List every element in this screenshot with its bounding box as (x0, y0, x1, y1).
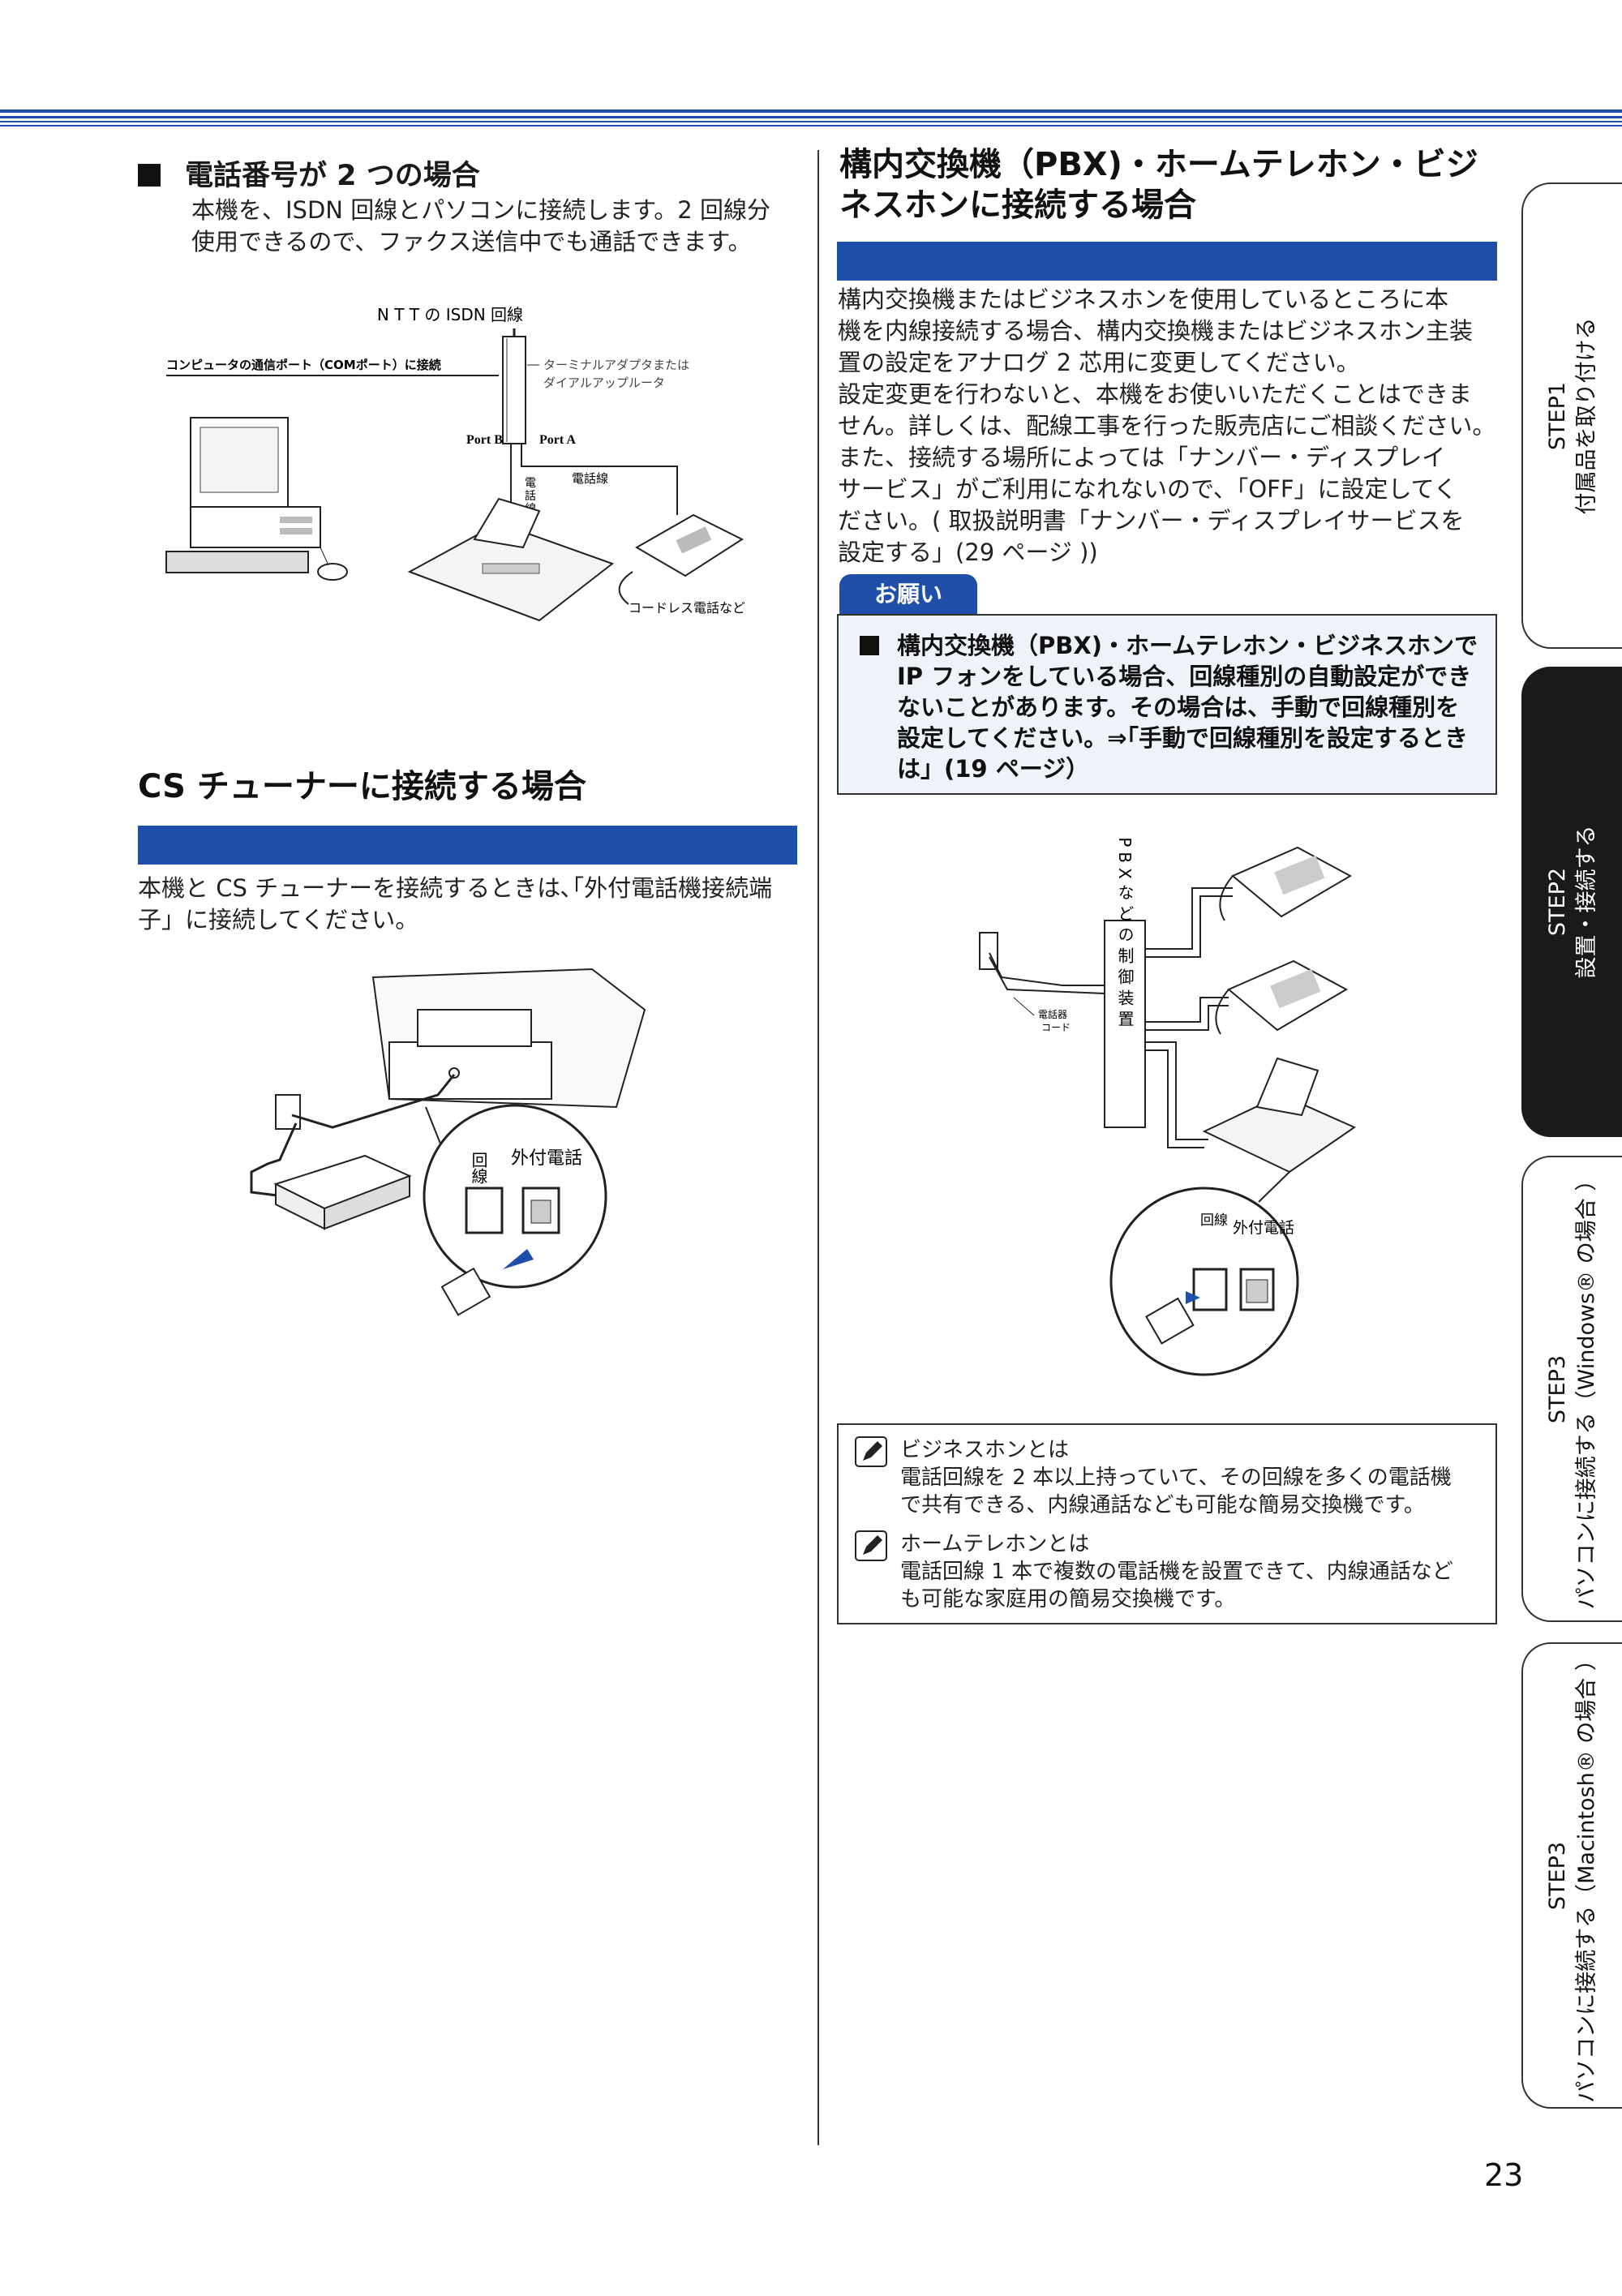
line-port-label: 回線 (1200, 1212, 1228, 1229)
ta-label-2: ダイアルアップルータ (543, 376, 665, 390)
keyboard (165, 551, 309, 573)
side-tab-step1[interactable]: STEP1 付属品を取り付ける (1521, 182, 1622, 649)
com-port-label: コンピュータの通信ポート（COMポート）に接続 (166, 358, 441, 372)
side-tab-step3-macintosh[interactable]: STEP3 パソコンに接続する（Macintosh® の場合 ） (1521, 1642, 1622, 2109)
memo-box: ビジネスホンとは 電話回線を 2 本以上持っていて、その回線を多くの電話機 で共… (837, 1423, 1497, 1624)
isdn-line-label: N T T の ISDN 回線 (377, 305, 523, 324)
memo-pencil-icon (855, 1436, 887, 1467)
pbx-label: PBXなどの制御装置 (1115, 837, 1135, 1031)
isdn-diagram: N T T の ISDN 回線 コンピュータの通信ポート（COMポート）に接続 … (165, 305, 745, 622)
cord-label-1: 電話器 (1038, 1008, 1067, 1020)
page-number: 23 (1484, 2157, 1524, 2193)
port-zoom-circle (423, 1104, 607, 1289)
port-a-label: Port A (539, 433, 576, 447)
cord-label-2: コード (1041, 1022, 1071, 1033)
pbx-box (1104, 920, 1146, 1128)
cs-tuner-bar (138, 826, 797, 865)
cs-tuner-diagram: 回線 外付電話 (250, 968, 646, 1316)
isdn-heading: 電話番号が 2 つの場合 (138, 152, 480, 194)
fax-machine (1202, 1093, 1357, 1174)
note-box: 構内交換機（PBX)・ホームテレホン・ビジネスホンで IP フォンをしている場合… (837, 614, 1497, 795)
side-tab-step3-windows[interactable]: STEP3 パソコンに接続する（Windows® の場合 ） (1521, 1156, 1622, 1622)
computer-body (190, 506, 321, 548)
tel-line-label: 電話線 (572, 471, 608, 486)
header-stripes (0, 109, 1622, 127)
ta-label-1: ターミナルアダプタまたは (543, 358, 689, 372)
port-b-label: Port B (466, 433, 503, 447)
ext-port-label: 外付電話 (511, 1148, 582, 1169)
memo-item: ホームテレホンとは 電話回線 1 本で複数の電話機を設置できて、内線通話など も… (855, 1530, 1495, 1613)
column-divider (817, 150, 819, 2145)
pbx-diagram: 電話器 コード PBXなどの制御装置 回線 外付電話 (979, 837, 1357, 1376)
cs-tuner-description: 本機と CS チューナーを接続するときは､｢外付電話機接続端 子」に接続してくだ… (138, 874, 773, 933)
pbx-bar (837, 242, 1497, 281)
pbx-para-1: 構内交換機またはビジネスホンを使用しているところに本 機を内線接続する場合、構内… (838, 285, 1474, 376)
pbx-title: 構内交換機（PBX)・ホームテレホン・ビジ ネスホンに接続する場合 (839, 146, 1478, 224)
pbx-para-2: 設定変更を行わないと、本機をお使いいただくことはできま せん。詳しくは、配線工事… (838, 380, 1496, 566)
cordless-label: コードレス電話など (629, 600, 745, 616)
cs-tuner-title: CS チューナーに接続する場合 (138, 768, 586, 805)
isdn-description: 本機を、ISDN 回線とパソコンに接続します。2 回線分 使用できるので、ファク… (191, 196, 770, 255)
square-bullet-icon (138, 164, 161, 187)
note-tab: お願い (839, 574, 977, 615)
line-port-label: 回線 (469, 1152, 488, 1184)
square-bullet-icon (860, 636, 879, 655)
memo-pencil-icon (855, 1530, 887, 1561)
side-tab-step2[interactable]: STEP2 設置・接続する (1521, 667, 1622, 1137)
ext-port-label: 外付電話 (1233, 1219, 1294, 1237)
memo-item: ビジネスホンとは 電話回線を 2 本以上持っていて、その回線を多くの電話機 で共… (855, 1436, 1495, 1519)
mouse (317, 563, 348, 581)
